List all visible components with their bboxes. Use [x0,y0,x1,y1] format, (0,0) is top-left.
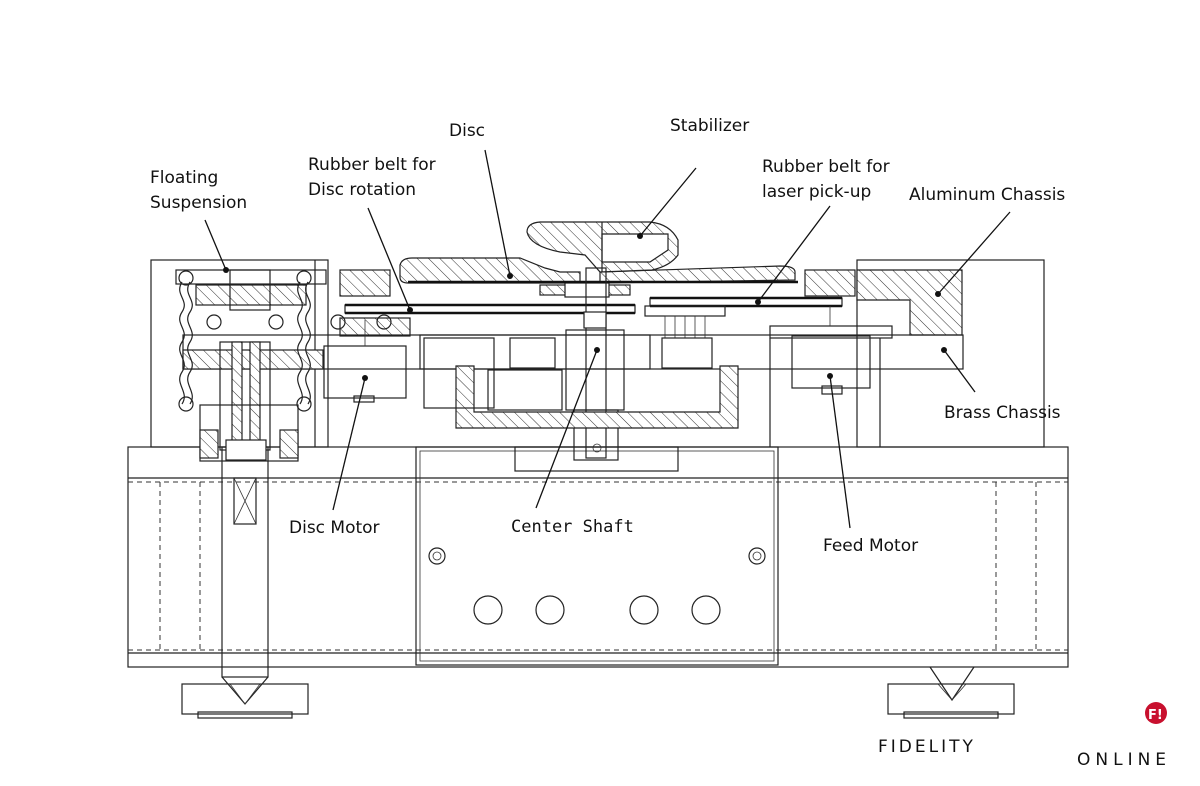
stabilizer [526,221,679,273]
disc-platter [399,257,796,298]
label-floating-suspension-line1: Floating [150,168,218,188]
right-foot-pad [887,666,1015,719]
front-panel [415,446,779,666]
label-rubber-belt-disc-line2: Disc rotation [308,180,416,200]
side-post-right [856,259,1045,448]
label-rubber-belt-laser-line1: Rubber belt for [762,157,890,177]
label-floating-suspension-line2: Suspension [150,193,247,213]
label-stabilizer: Stabilizer [670,116,749,136]
panel-screw-right [748,547,766,565]
laser-pickup-belt [644,296,843,339]
label-aluminum-chassis: Aluminum Chassis [909,185,1065,205]
label-rubber-belt-disc-line1: Rubber belt for [308,155,436,175]
panel-hole [473,595,503,625]
drive-tray [423,337,739,429]
leader-lines [204,149,1011,529]
logo-badge-text: F! [1148,708,1163,723]
label-brass-chassis: Brass Chassis [944,403,1061,423]
panel-hole [629,595,659,625]
fidelity-online-logo: FIDELITY ONLINE F! [878,702,1171,770]
logo-subtitle: ONLINE [1077,750,1171,770]
disc-motor [323,320,407,403]
center-shaft [565,267,625,461]
panel-hole [691,595,721,625]
panel-hole [535,595,565,625]
panel-screw-left [428,547,446,565]
floating-suspension [175,269,392,462]
logo-wordmark: FIDELITY [878,737,976,757]
logo-badge-icon: F! [1145,702,1167,724]
label-disc-motor: Disc Motor [289,518,380,538]
base-chassis [127,446,1069,668]
left-spike-foot [181,446,309,719]
label-disc: Disc [449,121,485,141]
brass-chassis [182,334,964,370]
label-center-shaft: Center Shaft [511,517,634,537]
label-rubber-belt-laser-line2: laser pick-up [762,182,871,202]
label-feed-motor: Feed Motor [823,536,918,556]
